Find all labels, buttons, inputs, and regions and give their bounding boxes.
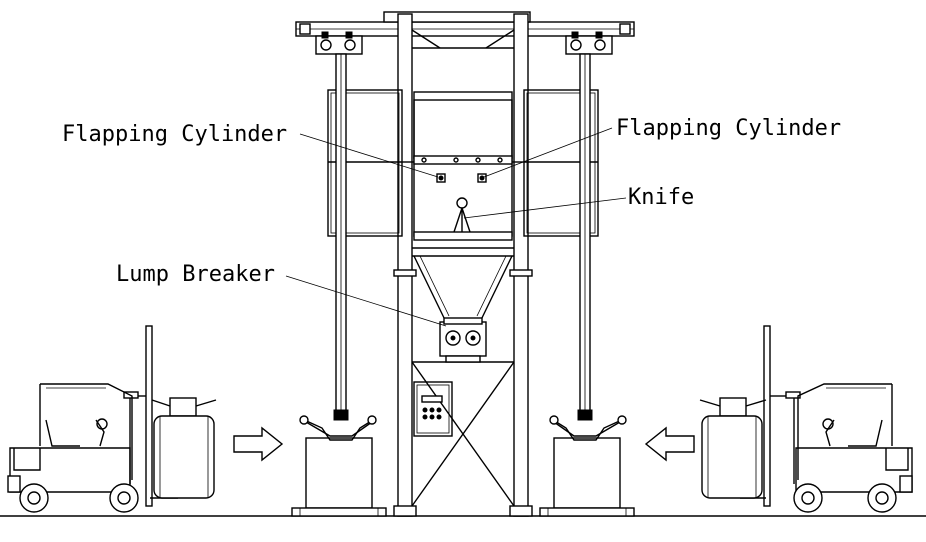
bulk-bag-left (151, 397, 217, 499)
bag-chamber (413, 91, 513, 241)
leader-lines (285, 127, 627, 327)
flapping-cylinder-right-part (477, 173, 487, 183)
left-bag-hanger (299, 415, 377, 441)
knife-part (453, 197, 471, 233)
hoist-right (565, 31, 613, 55)
flapping-cylinder-left-label: Flapping Cylinder (62, 122, 287, 147)
left-arrow-icon (644, 426, 695, 462)
right-lift-post (577, 53, 593, 421)
right-bag-hanger (549, 415, 627, 441)
forklift-left (7, 325, 178, 513)
lump-breaker-part (439, 317, 487, 363)
right-receiving-bin (539, 437, 635, 517)
knife-label: Knife (628, 185, 694, 210)
top-beam (295, 11, 635, 37)
side-frame-left (327, 89, 414, 237)
forklift-right (740, 325, 913, 513)
frame-columns (393, 13, 533, 517)
right-arrow-icon (233, 426, 284, 462)
left-receiving-bin (291, 437, 387, 517)
left-lift-post (333, 53, 349, 421)
bulk-bag-right (699, 397, 767, 499)
flapping-cylinder-right-label: Flapping Cylinder (616, 116, 841, 141)
control-panel (413, 381, 453, 437)
flapping-cylinder-left-part (436, 173, 446, 183)
hopper (412, 247, 514, 323)
lump-breaker-label: Lump Breaker (116, 262, 275, 287)
